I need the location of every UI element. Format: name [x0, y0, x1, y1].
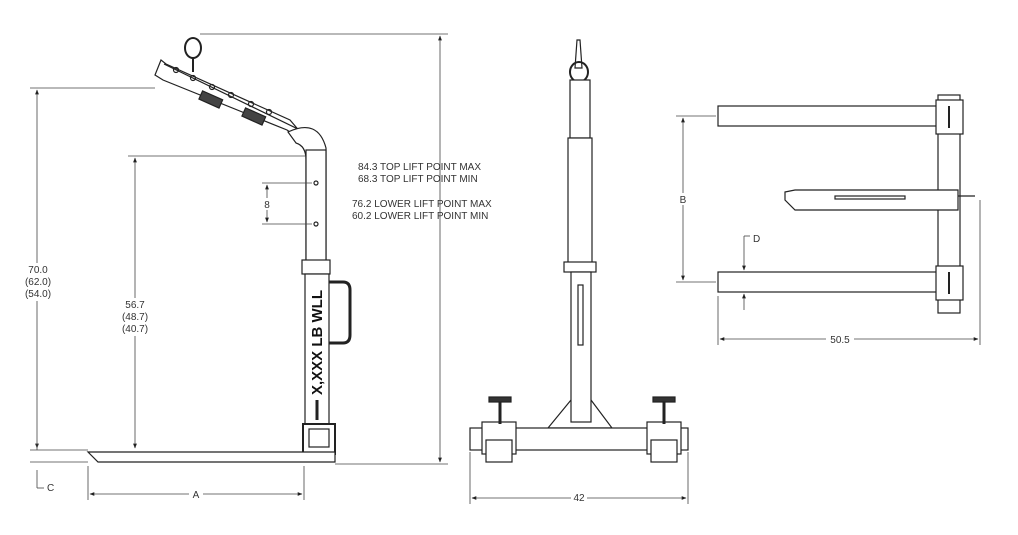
- fork-height-alt2: (40.7): [122, 324, 148, 335]
- front-width-dim: 42: [573, 493, 585, 504]
- top-lift-min: 68.3 TOP LIFT POINT MIN: [358, 174, 478, 185]
- dim-c-label: C: [47, 483, 54, 494]
- fork-height-alt1: (48.7): [122, 312, 148, 323]
- front-view: [469, 39, 689, 463]
- front-lower-mast: [570, 271, 592, 423]
- overall-height-alt2: (54.0): [25, 289, 51, 300]
- top-width-dim: 50.5: [830, 335, 850, 346]
- front-base-bar: [469, 427, 689, 451]
- top-boom: [784, 189, 959, 211]
- lift-ring: [184, 37, 202, 59]
- lower-lift-min: 60.2 LOWER LIFT POINT MIN: [352, 211, 488, 222]
- fork-height-dim: 56.7: [125, 300, 145, 311]
- handle: [329, 280, 352, 345]
- dim-d-label: D: [753, 234, 760, 245]
- dim-a-label: A: [193, 490, 200, 501]
- overall-height-dim: 70.0: [28, 265, 48, 276]
- fork: [86, 451, 336, 463]
- dim-b-label: B: [680, 195, 687, 206]
- top-fork-upper: [717, 105, 949, 127]
- side-view: [86, 37, 352, 463]
- overall-height-alt1: (62.0): [25, 277, 51, 288]
- top-fork-lower: [717, 271, 949, 293]
- top-view: [717, 94, 975, 314]
- upper-mast: [305, 149, 327, 263]
- front-upper-mast: [569, 79, 591, 139]
- top-lift-max: 84.3 TOP LIFT POINT MAX: [358, 162, 481, 173]
- hole-spacing-dim: 8: [264, 200, 270, 211]
- wll-label: X,XXX LB WLL: [309, 290, 326, 395]
- top-view-dimensions: [676, 115, 981, 345]
- lower-lift-max: 76.2 LOWER LIFT POINT MAX: [352, 199, 492, 210]
